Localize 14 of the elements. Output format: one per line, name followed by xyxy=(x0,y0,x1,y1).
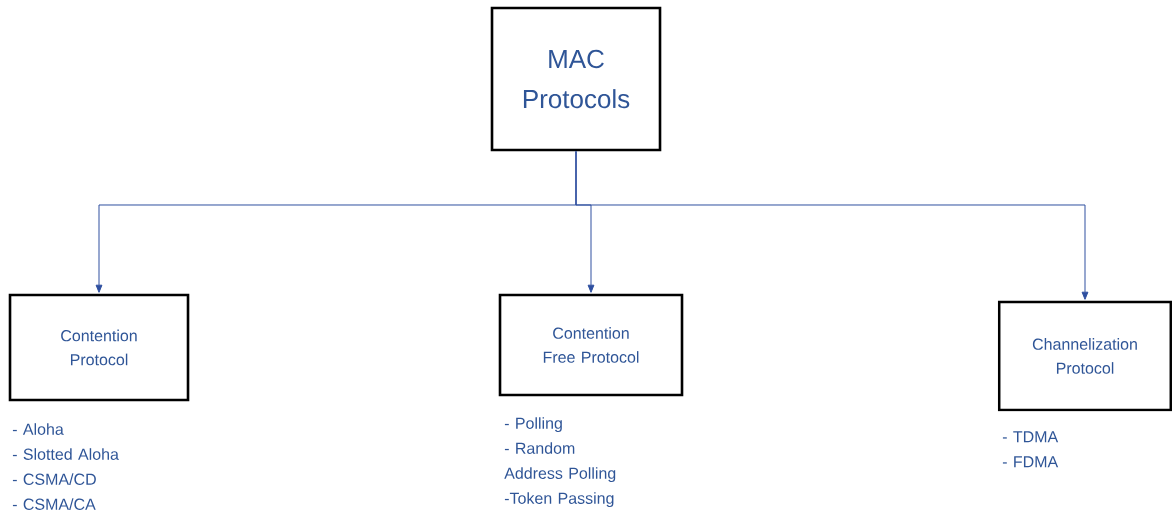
protocol-box: Channelization Protocol xyxy=(997,300,1172,412)
list-item: -Token Passing xyxy=(504,492,614,508)
protocol-box: Contention Free Protocol xyxy=(498,293,684,397)
list-item: - Slotted Aloha xyxy=(12,448,119,460)
arrow xyxy=(575,150,1089,300)
protocol-box: Contention Protocol xyxy=(8,293,190,402)
list-item: - CSMA/CD xyxy=(12,473,96,485)
protocol-box: MAC Protocols xyxy=(490,6,662,152)
list-item: - Polling xyxy=(504,417,562,433)
list-item: - TDMA xyxy=(1002,431,1059,443)
list-item: - FDMA xyxy=(1002,456,1059,468)
list-item: - CSMA/CA xyxy=(12,498,96,510)
list-item: - Random Address Polling xyxy=(504,442,616,483)
list-item: - Aloha xyxy=(12,423,64,435)
